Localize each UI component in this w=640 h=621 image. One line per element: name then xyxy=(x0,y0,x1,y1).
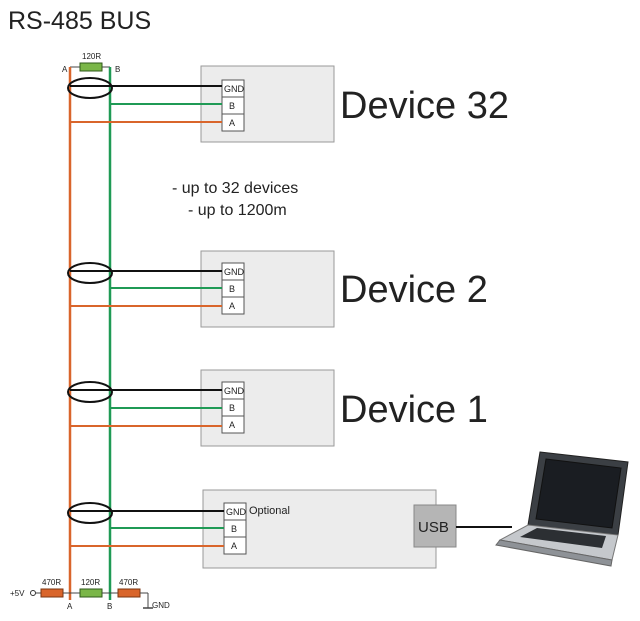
device-2-cable-ring xyxy=(67,262,113,284)
resistor-120r-top xyxy=(79,62,103,72)
device-1-terminal-a: A xyxy=(229,420,235,430)
laptop-icon xyxy=(495,451,629,567)
supply-label: +5V xyxy=(10,589,25,598)
note-max-length: - up to 1200m xyxy=(188,202,287,219)
line-b-label-top: B xyxy=(115,65,120,74)
bias-line-a-label: A xyxy=(67,602,73,611)
ground-label: GND xyxy=(152,601,170,610)
device-2-terminal-b: B xyxy=(229,284,235,294)
device-1-name: Device 1 xyxy=(340,389,488,431)
device-2: GND B A Device 2 xyxy=(67,250,488,328)
resistor-470r-pulldown xyxy=(117,588,141,598)
optional-cable-ring xyxy=(67,502,113,524)
device-32-name: Device 32 xyxy=(340,85,509,127)
device-32-cable-ring xyxy=(67,77,113,99)
device-1-cable-ring xyxy=(67,381,113,403)
device-1-terminal-gnd: GND xyxy=(224,386,245,396)
resistor-120r-bottom xyxy=(79,588,103,598)
device-2-terminal-gnd: GND xyxy=(224,267,245,277)
supply-terminal xyxy=(30,590,36,596)
optional-terminal-b: B xyxy=(231,524,237,534)
device-32-terminal-a: A xyxy=(229,118,235,128)
resistor-470r-pullup xyxy=(40,588,64,598)
device-2-terminal-a: A xyxy=(229,301,235,311)
device-32-terminal-gnd: GND xyxy=(224,84,245,94)
optional-usb-adapter: GND B A Optional USB xyxy=(67,489,512,569)
bias-network: +5V 470R 120R 470R GND A B xyxy=(10,578,170,611)
resistor-label-top: 120R xyxy=(82,52,101,61)
resistor-label-pulldown: 470R xyxy=(119,578,138,587)
device-1: GND B A Device 1 xyxy=(67,369,488,447)
device-1-terminal-b: B xyxy=(229,403,235,413)
usb-port-label: USB xyxy=(418,519,449,536)
diagram-title: RS-485 BUS xyxy=(8,7,151,35)
device-32-terminal-b: B xyxy=(229,101,235,111)
resistor-label-bottom: 120R xyxy=(81,578,100,587)
optional-terminal-gnd: GND xyxy=(226,507,247,517)
device-2-name: Device 2 xyxy=(340,269,488,311)
note-max-devices: - up to 32 devices xyxy=(172,180,298,197)
resistor-label-pullup: 470R xyxy=(42,578,61,587)
optional-label: Optional xyxy=(249,505,290,517)
device-32: GND B A Device 32 xyxy=(67,65,509,143)
line-a-label-top: A xyxy=(62,65,68,74)
bias-line-b-label: B xyxy=(107,602,112,611)
top-terminator: 120R A B xyxy=(62,52,120,74)
optional-terminal-a: A xyxy=(231,541,237,551)
